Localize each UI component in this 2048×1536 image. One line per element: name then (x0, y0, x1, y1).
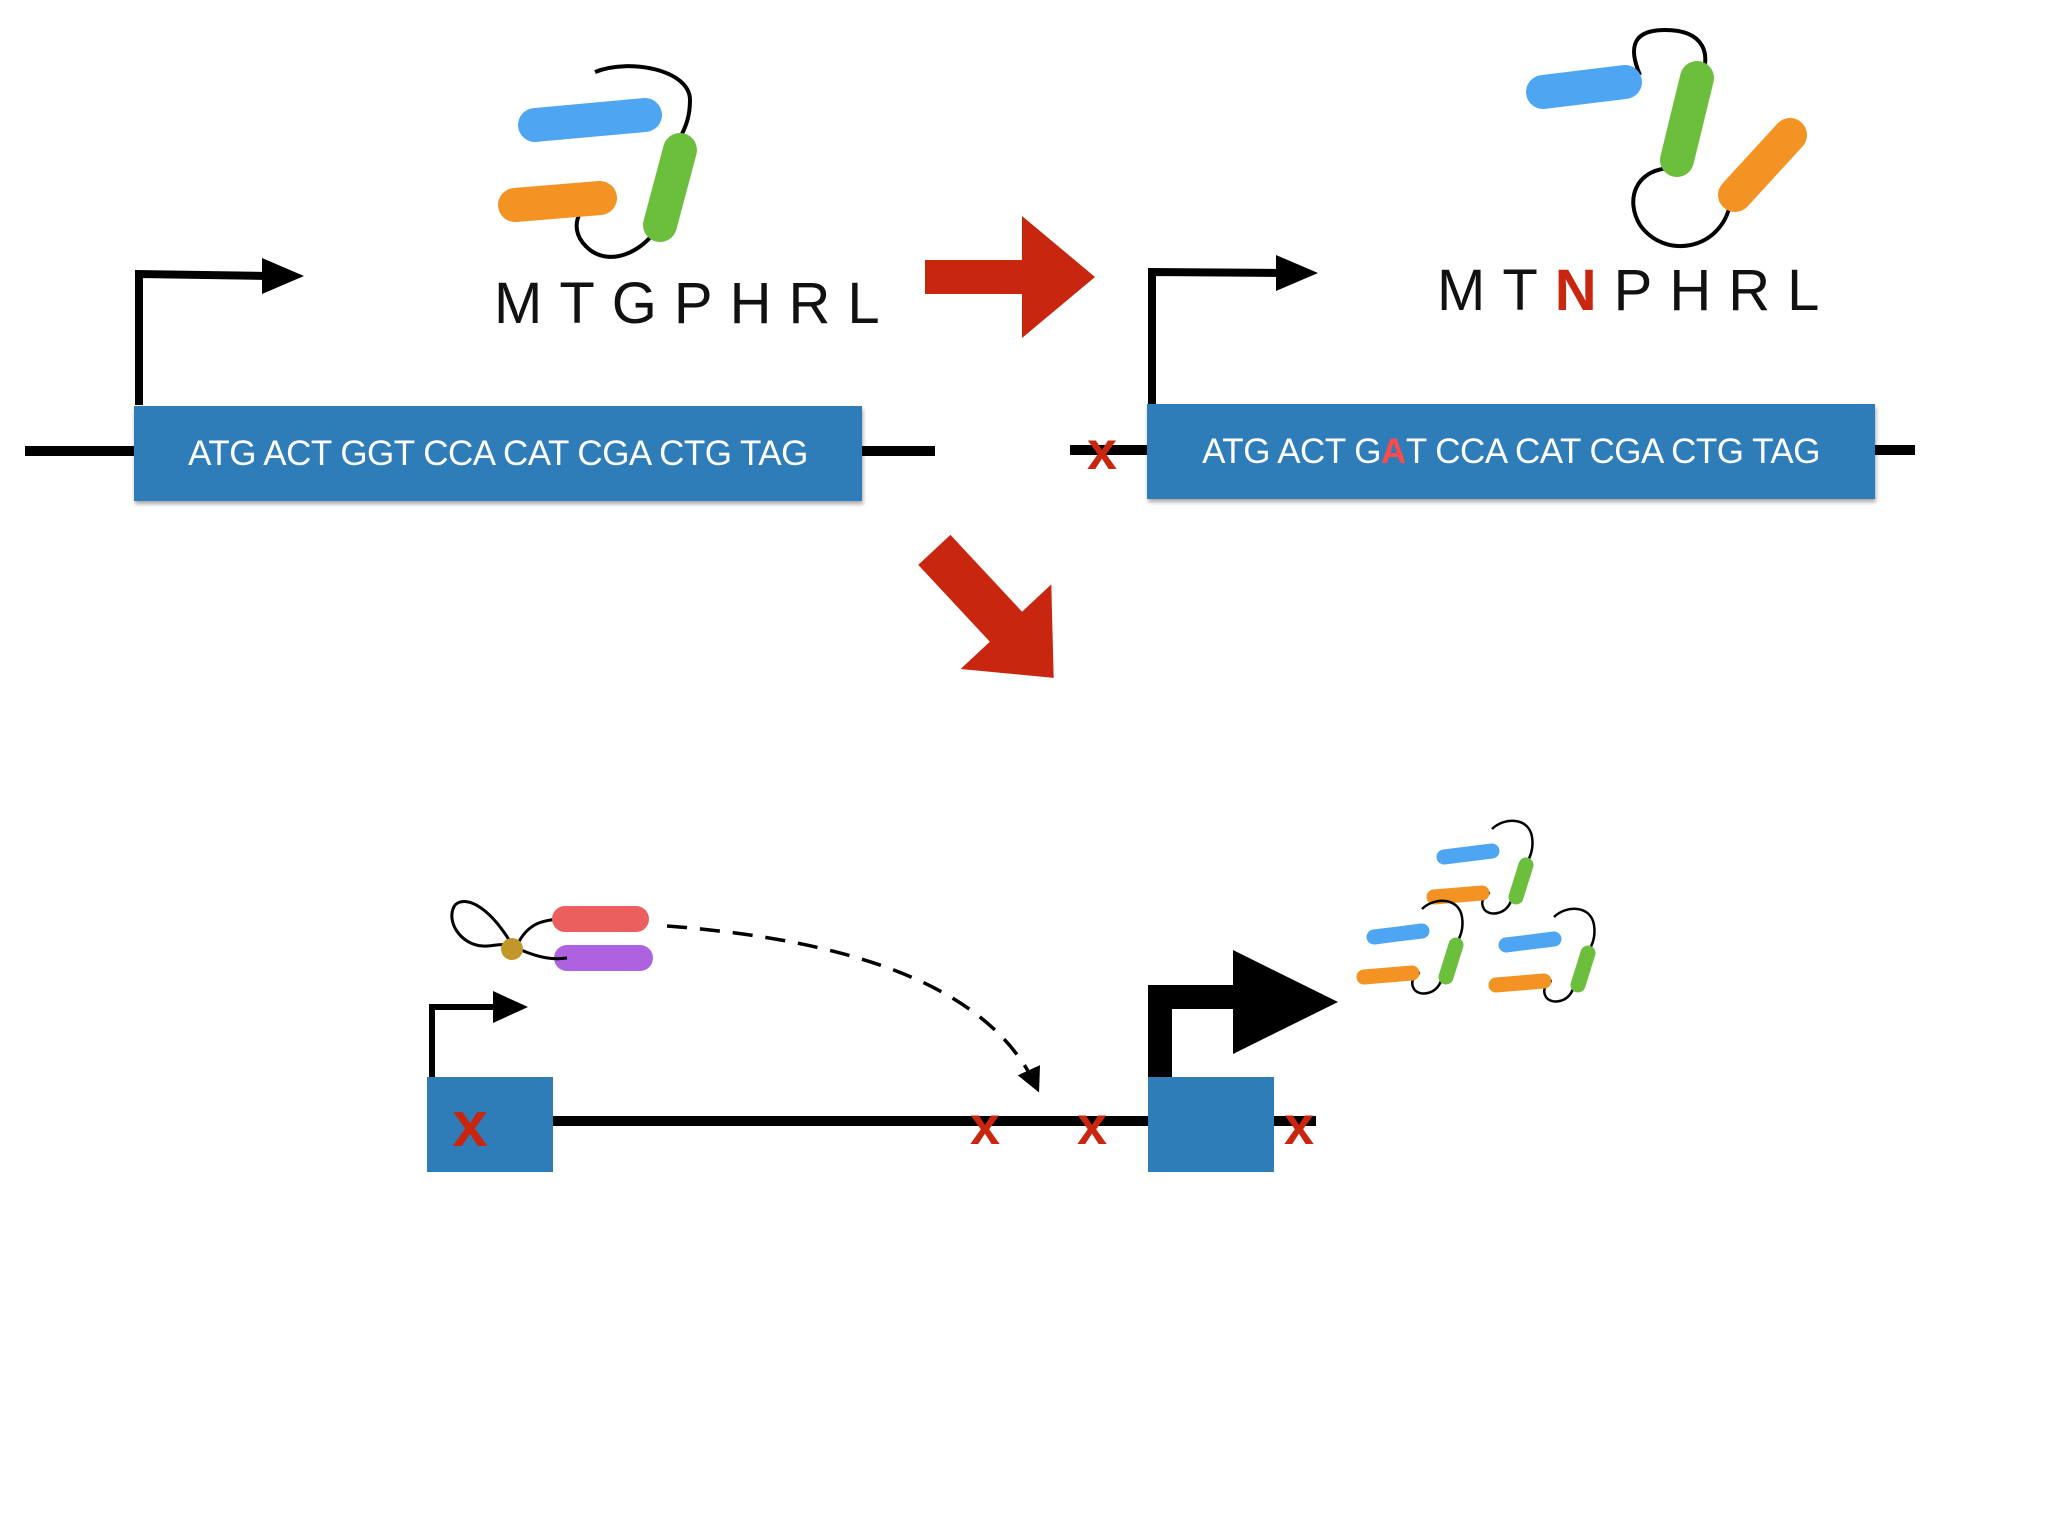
regulatory-panel (427, 821, 1595, 1172)
transition-arrow-icon (918, 534, 1054, 678)
amino-acid-substitution: N (1554, 258, 1614, 323)
mutation-x-icon: x (970, 1096, 1000, 1156)
protein-icon (1364, 901, 1463, 994)
protein-icon (1526, 27, 1807, 248)
protein-icon (515, 66, 690, 257)
binding-path (666, 924, 1040, 1093)
promoter-arrow-head (262, 258, 304, 294)
amino-acid: P (1613, 258, 1670, 323)
amino-acid: T (559, 271, 612, 336)
amino-acid: R (788, 271, 848, 336)
strong-promoter-arrow-icon (1148, 985, 1245, 1080)
amino-acid: M (1437, 258, 1503, 323)
amino-acid: R (1728, 258, 1788, 323)
amino-acid: H (729, 271, 789, 336)
promoter-arrow-head (493, 991, 528, 1023)
mutation-x-icon: x (1087, 421, 1117, 481)
amino-acid: T (1502, 258, 1555, 323)
promoter-arrow-head (1276, 255, 1318, 291)
dna-sequence-before: ATG ACT G (1202, 431, 1382, 471)
strong-promoter-arrow-head (1233, 950, 1338, 1054)
amino-acid: L (847, 271, 897, 336)
wildtype-panel (25, 66, 935, 456)
promoter-arrow-icon (429, 1004, 500, 1080)
dna-sequence-wildtype: ATG ACT GGT CCA CAT CGA CTG TAG (188, 433, 808, 473)
protein-sequence-mutant: MTNPHRL (1437, 262, 1836, 320)
gene-box-small (427, 1077, 553, 1172)
amino-acid: P (673, 271, 730, 336)
gene-box-target (1148, 1077, 1274, 1172)
dna-sequence-after: T CCA CAT CGA CTG TAG (1405, 431, 1821, 471)
amino-acid: G (611, 271, 674, 336)
mutation-x-icon: x (1077, 1096, 1107, 1156)
protein-sequence-wildtype: MTGPHRL (494, 275, 897, 333)
transition-arrow-icon (925, 216, 1095, 338)
protein-icon (1434, 821, 1533, 914)
amino-acid: M (494, 271, 560, 336)
promoter-arrow-icon (135, 269, 269, 405)
mutation-x-icon: x (1284, 1096, 1314, 1156)
amino-acid: H (1669, 258, 1729, 323)
mutant-panel (1070, 27, 1915, 455)
promoter-arrow-icon (1148, 267, 1281, 405)
amino-acid: L (1787, 258, 1837, 323)
mutation-x-icon: x (452, 1088, 488, 1160)
gene-box-wildtype: ATG ACT GGT CCA CAT CGA CTG TAG (134, 406, 862, 501)
transcription-factor-icon (450, 900, 653, 971)
protein-icon (1496, 909, 1595, 1002)
dna-point-mutation: A (1381, 431, 1406, 471)
